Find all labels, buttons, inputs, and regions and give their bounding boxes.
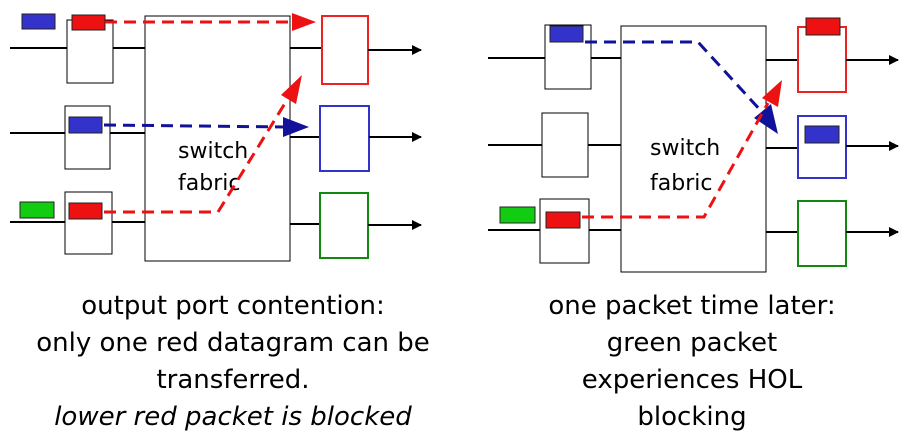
output-port-blue	[319, 105, 370, 172]
blue-arrowhead	[283, 117, 309, 137]
caption-right-line-4: blocking	[637, 402, 747, 432]
r-output-port-blue	[797, 115, 847, 179]
r-blue-packet-output	[804, 125, 840, 144]
red-arrowhead-top	[292, 13, 316, 31]
r-input-port-2	[541, 112, 589, 178]
input-port-3	[64, 191, 113, 255]
red-dashed-path-blocked	[104, 99, 289, 214]
r-red-packet-output	[805, 17, 841, 36]
red-packet-head-1	[71, 14, 106, 31]
caption-right-line-3: experiences HOL	[581, 365, 803, 395]
red-arrowhead-blocked	[281, 75, 302, 104]
r-blue-dashed-path	[585, 40, 764, 114]
r-red-arrowhead	[762, 80, 782, 107]
right-panel: switch fabric	[488, 17, 899, 273]
input-port-2	[64, 105, 111, 170]
output-port-green	[319, 192, 369, 259]
blue-packet-waiting	[21, 13, 56, 30]
caption-right-line-2: green packet	[606, 328, 778, 358]
r-red-dashed-path	[582, 102, 770, 219]
r-green-packet-waiting	[499, 206, 536, 224]
r-output-port-green	[797, 200, 847, 267]
r-red-packet-head-3	[545, 211, 581, 229]
blue-dashed-path	[103, 123, 289, 129]
caption-left: output port contention: only one red dat…	[0, 288, 466, 436]
caption-left-italic-line: lower red packet is blocked	[54, 402, 412, 432]
caption-left-line-1: output port contention:	[81, 291, 385, 321]
r-fabric-label-line-2: fabric	[650, 171, 712, 196]
left-panel: switch fabric	[10, 13, 422, 262]
caption-left-line-3: transferred.	[156, 365, 310, 395]
r-output-port-red	[797, 26, 847, 93]
caption-left-line-2: only one red datagram can be	[36, 328, 430, 358]
r-blue-arrowhead	[754, 104, 778, 134]
r-fabric-label-line-1: switch	[650, 136, 720, 161]
r-blue-packet-head-1	[549, 25, 584, 43]
switch-fabric-box	[144, 15, 291, 262]
red-packet-head-3	[68, 202, 103, 220]
output-port-red	[321, 15, 369, 85]
green-packet-waiting	[19, 201, 55, 219]
caption-right-line-1: one packet time later:	[548, 291, 836, 321]
caption-right: one packet time later: green packet expe…	[466, 288, 918, 436]
blue-packet-head-2	[68, 116, 103, 134]
fabric-label-line-1: switch	[178, 139, 248, 164]
r-input-port-3	[539, 198, 590, 264]
